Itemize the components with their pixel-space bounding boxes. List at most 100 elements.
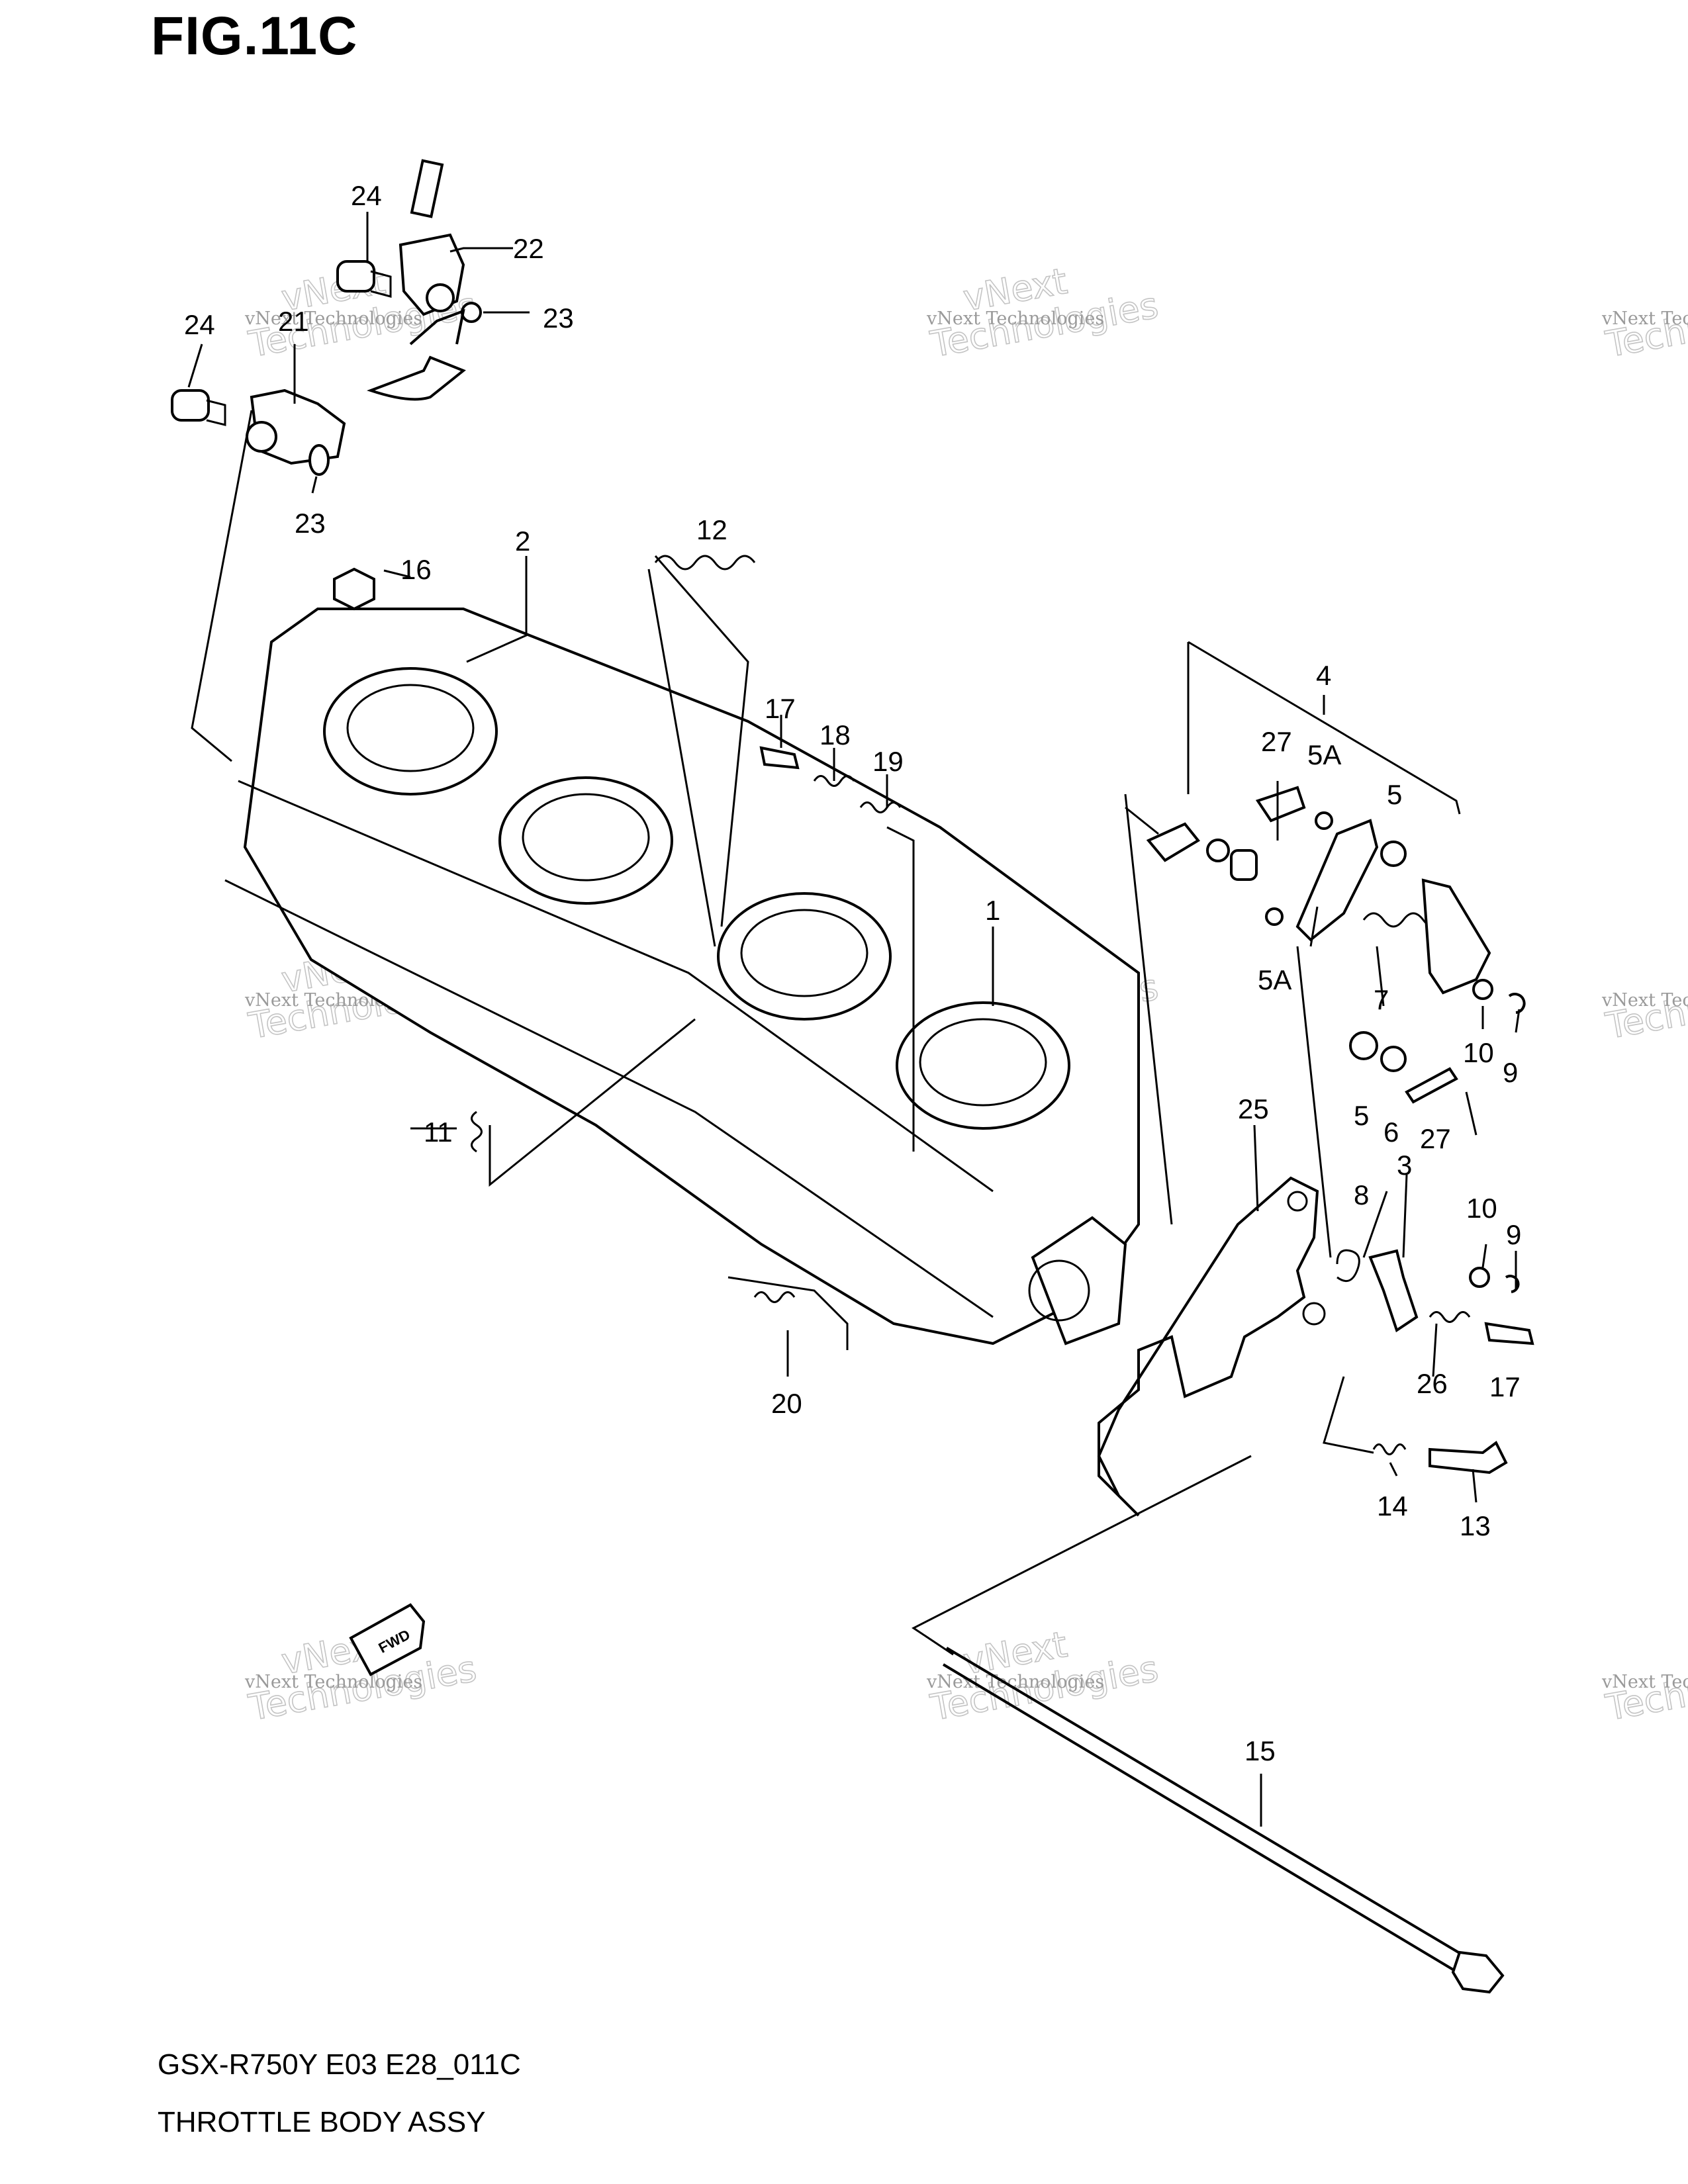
figure-title: FIG.11C bbox=[151, 6, 358, 66]
bracket-20 bbox=[727, 1276, 849, 1350]
callout-5a-top: 5A bbox=[1307, 739, 1341, 770]
shaft-line-upper bbox=[945, 1647, 1471, 1960]
leader-24-left bbox=[187, 343, 203, 388]
cotter-pin-27-bottom bbox=[1405, 1067, 1458, 1104]
assembly-name: THROTTLE BODY ASSY bbox=[158, 2106, 486, 2138]
callout-24-left: 24 bbox=[184, 309, 215, 340]
linkage-arm-4-left bbox=[1146, 822, 1200, 862]
linkage-arm-right bbox=[1421, 878, 1491, 995]
shaft-end-nut bbox=[1451, 1950, 1505, 1994]
watermark: Technologies vNext Technologies bbox=[1601, 966, 1688, 1048]
spring-20 bbox=[753, 1291, 796, 1303]
watermark: Technologies vNext Technologies bbox=[1601, 1647, 1688, 1729]
callout-10-top: 10 bbox=[1463, 1037, 1494, 1068]
washer-5a-mid bbox=[1265, 907, 1284, 926]
bracket-25 bbox=[1296, 946, 1332, 1258]
watermark-small-text: vNext Technologies bbox=[1601, 1672, 1688, 1692]
callout-19: 19 bbox=[872, 746, 904, 777]
nut-16 bbox=[333, 567, 375, 611]
model-code: GSX-R750Y E03 E28_011C bbox=[158, 2048, 521, 2081]
watermark-small-text: vNext Technologies bbox=[244, 308, 422, 329]
callout-7: 7 bbox=[1374, 984, 1389, 1015]
intake-bore-2-inner bbox=[522, 793, 650, 882]
leader-3 bbox=[1402, 1174, 1408, 1258]
clip-9-top bbox=[1508, 993, 1526, 1014]
throttle-shaft-15 bbox=[942, 1647, 1505, 1994]
callout-8: 8 bbox=[1354, 1179, 1369, 1210]
washer-10-bottom bbox=[1469, 1267, 1490, 1288]
sensor-22-cable bbox=[409, 308, 465, 345]
callout-17-bottom: 17 bbox=[1489, 1371, 1521, 1402]
bracket-hole bbox=[1287, 1191, 1308, 1212]
screw-24-top-thread bbox=[370, 270, 392, 298]
screw-24-left-thread bbox=[206, 399, 226, 426]
sensor-21-boss bbox=[246, 421, 277, 453]
spring-8 bbox=[1336, 1249, 1360, 1283]
throttle-position-sensors bbox=[171, 159, 482, 476]
leader-12b bbox=[647, 569, 716, 947]
leader-16 bbox=[383, 569, 411, 578]
fwd-arrow: FWD bbox=[349, 1603, 426, 1676]
bracket-11 bbox=[489, 1018, 696, 1187]
bracket-19 bbox=[886, 826, 915, 1152]
bracket-hole bbox=[1302, 1302, 1326, 1326]
callout-14: 14 bbox=[1377, 1490, 1408, 1522]
callout-20: 20 bbox=[771, 1388, 802, 1419]
watermark: Technologies vNext vNext Technologies bbox=[926, 259, 1162, 366]
fuel-rail-lower bbox=[224, 879, 994, 1318]
fwd-arrow-shape bbox=[349, 1603, 426, 1676]
callout-4: 4 bbox=[1316, 660, 1331, 691]
leader-lines bbox=[187, 212, 1521, 1827]
washer-5-bottom bbox=[1349, 1031, 1378, 1060]
throttle-body-assembly bbox=[224, 608, 1140, 1345]
callout-5-top: 5 bbox=[1387, 779, 1402, 810]
o-ring-23-top bbox=[461, 302, 482, 323]
leader-25 bbox=[1253, 1124, 1259, 1212]
o-ring-23-bottom bbox=[308, 444, 330, 476]
washer-5-top bbox=[1380, 841, 1407, 867]
callout-27-top: 27 bbox=[1261, 726, 1292, 757]
callout-17-top: 17 bbox=[765, 693, 796, 724]
linkage-arm-4 bbox=[1295, 819, 1379, 942]
spring-26 bbox=[1429, 1311, 1471, 1323]
intake-bore-3 bbox=[717, 892, 892, 1021]
leader-9-top bbox=[1515, 1009, 1521, 1033]
spring-18 bbox=[813, 775, 855, 787]
callout-5-bottom: 5 bbox=[1354, 1100, 1369, 1131]
leader-10-bottom bbox=[1481, 1244, 1487, 1268]
leader-2 bbox=[466, 556, 528, 663]
nut bbox=[1230, 849, 1258, 881]
fuel-rail-upper bbox=[238, 780, 994, 1193]
screw-24-left-head bbox=[171, 389, 210, 422]
callout-15: 15 bbox=[1244, 1735, 1276, 1766]
callout-5a-mid: 5A bbox=[1258, 964, 1291, 995]
bracket-plate bbox=[1097, 1176, 1319, 1517]
callout-23-top: 23 bbox=[543, 302, 574, 334]
lever-3 bbox=[1368, 1249, 1419, 1333]
sensor-22-boss bbox=[426, 283, 455, 312]
watermark-small-text: vNext Technologies bbox=[926, 308, 1104, 329]
screw-17-top bbox=[759, 746, 800, 770]
callout-9-bottom: 9 bbox=[1506, 1219, 1521, 1250]
callout-12: 12 bbox=[696, 514, 727, 545]
spring-11 bbox=[471, 1111, 483, 1153]
callout-3: 3 bbox=[1397, 1150, 1412, 1181]
spring-19 bbox=[859, 801, 902, 813]
leader-7 bbox=[1376, 946, 1385, 1007]
intake-bore-1 bbox=[323, 667, 498, 796]
bracket-15 bbox=[912, 1455, 1252, 1656]
intake-bore-1-inner bbox=[346, 684, 475, 772]
leader-bracket bbox=[1125, 806, 1159, 835]
leader-8 bbox=[1362, 1191, 1388, 1258]
linkage-bracket-25 bbox=[1097, 1176, 1326, 1517]
callout-26: 26 bbox=[1417, 1368, 1448, 1399]
callout-10-bottom: 10 bbox=[1466, 1193, 1497, 1224]
bracket-4-top bbox=[1188, 641, 1461, 815]
callout-6: 6 bbox=[1383, 1116, 1399, 1148]
watermark-small-text: vNext Technologies bbox=[1601, 990, 1688, 1011]
washer-6 bbox=[1380, 1046, 1407, 1072]
leader-22 bbox=[449, 247, 513, 253]
center-small-parts bbox=[333, 555, 902, 1303]
